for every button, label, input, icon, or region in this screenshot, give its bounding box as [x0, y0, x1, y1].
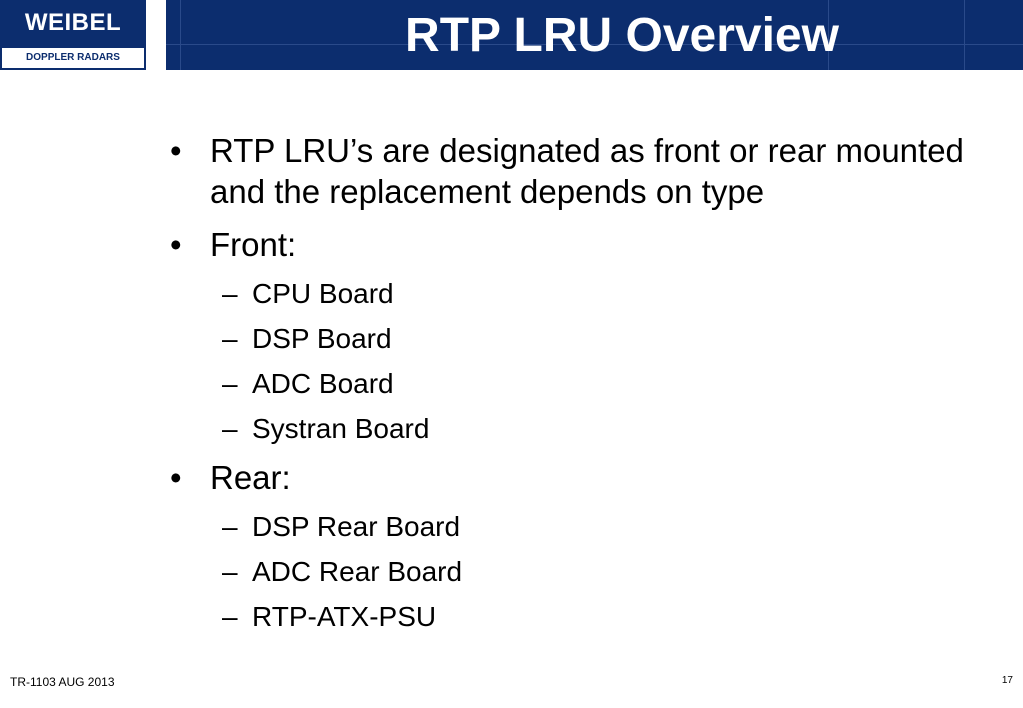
list-item-text: Front: — [210, 226, 297, 263]
list-item: • RTP LRU’s are designated as front or r… — [170, 130, 1010, 212]
dash-marker: – — [222, 601, 238, 632]
sub-list-item: – ADC Board — [170, 367, 1010, 400]
sub-list-item-text: CPU Board — [252, 278, 394, 309]
title-bar-gridline — [964, 0, 965, 70]
bullet-marker: • — [170, 226, 182, 263]
list-item-text: RTP LRU’s are designated as front or rea… — [210, 132, 964, 210]
sub-list-item-text: RTP-ATX-PSU — [252, 601, 437, 632]
dash-marker: – — [222, 323, 238, 354]
dash-marker: – — [222, 278, 238, 309]
dash-marker: – — [222, 511, 238, 542]
bullet-marker: • — [170, 459, 182, 496]
title-bar — [166, 0, 1023, 70]
sub-list-item-text: ADC Board — [252, 368, 394, 399]
bullet-marker: • — [170, 132, 182, 169]
sub-list-item: – DSP Rear Board — [170, 510, 1010, 543]
dash-marker: – — [222, 368, 238, 399]
list-item-text: Rear: — [210, 459, 291, 496]
logo-brand: WEIBEL — [0, 0, 146, 46]
footer-document-id: TR-1103 AUG 2013 — [10, 675, 115, 689]
sub-list-item: – ADC Rear Board — [170, 555, 1010, 588]
sub-list-item-text: ADC Rear Board — [252, 556, 463, 587]
sub-list-item: – CPU Board — [170, 277, 1010, 310]
sub-list-item: – DSP Board — [170, 322, 1010, 355]
sub-list-item: – RTP-ATX-PSU — [170, 600, 1010, 633]
title-bar-gridline — [828, 0, 829, 70]
dash-marker: – — [222, 413, 238, 444]
page-number: 17 — [1001, 675, 1013, 686]
sub-list-item-text: DSP Rear Board — [252, 511, 461, 542]
dash-marker: – — [222, 556, 238, 587]
bullet-list: • RTP LRU’s are designated as front or r… — [170, 130, 1010, 645]
logo: WEIBEL DOPPLER RADARS — [0, 0, 146, 70]
sub-list-item: – Systran Board — [170, 412, 1010, 445]
list-item: • Front: — [170, 224, 1010, 265]
title-bar-gridline — [166, 44, 1023, 45]
title-bar-gridline — [180, 0, 181, 70]
page-title: RTP LRU Overview — [405, 9, 839, 62]
logo-tagline: DOPPLER RADARS — [0, 46, 146, 70]
list-item: • Rear: — [170, 457, 1010, 498]
sub-list-item-text: DSP Board — [252, 323, 392, 354]
sub-list-item-text: Systran Board — [252, 413, 430, 444]
